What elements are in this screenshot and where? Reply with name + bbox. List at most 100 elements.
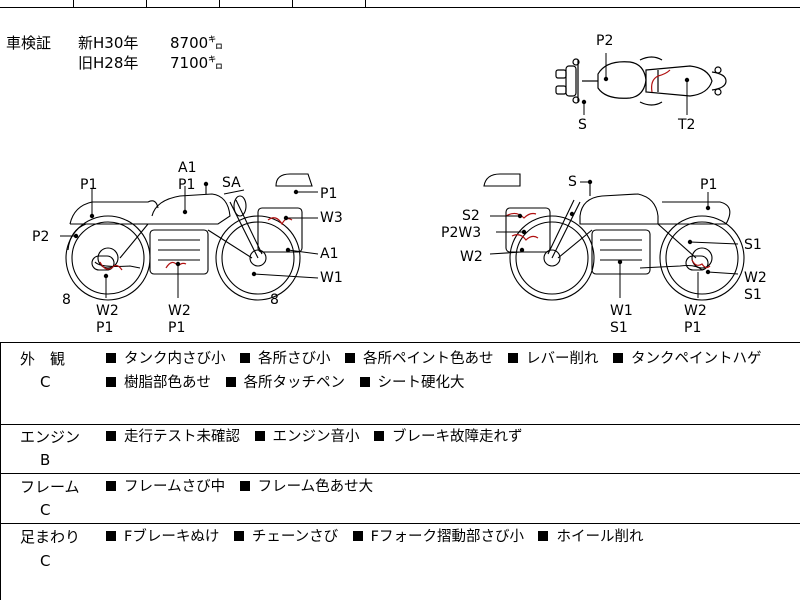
condition-item: フレームさび中	[106, 479, 225, 495]
right-p1-bottom: P1	[684, 320, 702, 336]
right-w2-right: W2	[744, 270, 767, 286]
bullet-square-icon	[106, 353, 116, 363]
left-p1-box: P1	[320, 186, 338, 202]
left-p1-bottom: P1	[96, 320, 114, 336]
left-w3: W3	[320, 210, 343, 226]
condition-item: ブレーキ故障走れず	[374, 429, 523, 445]
right-w2-left: W2	[460, 249, 483, 265]
bullet-square-icon	[106, 377, 116, 387]
left-w2-bottom: W2	[96, 303, 119, 319]
row-divider	[0, 473, 800, 474]
section-title: フレーム	[20, 478, 80, 496]
bullet-square-icon	[106, 481, 116, 491]
condition-text: Fブレーキぬけ	[124, 529, 220, 545]
condition-item: タンク内さび小	[106, 351, 226, 367]
left-side-diagram	[60, 173, 319, 301]
condition-item: チェーンさび	[233, 529, 338, 545]
cell-divider	[219, 0, 220, 7]
left-a1-box: A1	[320, 246, 339, 262]
left-num-8b: 8	[270, 292, 279, 308]
left-p2: P2	[32, 229, 50, 245]
bullet-square-icon	[225, 377, 236, 387]
section-items: タンク内さび小 各所さび小 各所ペイント色あせ レバー削れ タンクペイントハゲ …	[106, 347, 796, 395]
old-mileage: 7100㌔	[170, 54, 224, 72]
right-s1-bottom: S1	[610, 320, 628, 336]
left-p1-top: P1	[178, 177, 196, 193]
cell-divider	[73, 0, 74, 7]
bullet-square-icon	[613, 353, 623, 363]
condition-text: レバー削れ	[526, 351, 599, 367]
left-num-8a: 8	[62, 292, 71, 308]
section-grade: C	[40, 552, 51, 570]
bullet-square-icon	[240, 353, 250, 363]
condition-text: フレームさび中	[124, 479, 226, 495]
condition-item: レバー削れ	[508, 351, 599, 367]
section-items: Fブレーキぬけ チェーンさび Fフォーク摺動部さび小 ホイール削れ	[106, 525, 796, 549]
top-view-diagram	[555, 53, 727, 115]
right-s2: S2	[462, 208, 480, 224]
condition-item: Fブレーキぬけ	[106, 529, 219, 545]
right-s1-right2: S1	[744, 287, 762, 303]
section-items: 走行テスト未確認 エンジン音小 ブレーキ故障走れず	[106, 425, 796, 449]
bullet-square-icon	[233, 531, 244, 541]
old-era: 旧H28年	[78, 54, 139, 72]
bullet-square-icon	[352, 531, 363, 541]
bullet-square-icon	[538, 531, 549, 541]
top-t2: T2	[678, 117, 696, 133]
condition-item: フレーム色あせ大	[239, 479, 373, 495]
right-p2w3: P2W3	[441, 225, 482, 241]
condition-item: 各所タッチペン	[225, 375, 346, 391]
bullet-square-icon	[508, 353, 518, 363]
right-w2-bottom: W2	[684, 303, 707, 319]
cell-divider	[146, 0, 147, 7]
condition-text: ブレーキ故障走れず	[392, 429, 523, 445]
cell-divider	[292, 0, 293, 7]
cell-divider	[365, 0, 366, 7]
condition-item: 樹脂部色あせ	[106, 375, 211, 391]
right-s1: S1	[744, 237, 762, 253]
condition-text: 樹脂部色あせ	[124, 375, 211, 391]
left-p1-bottom2: P1	[168, 320, 186, 336]
condition-item: 各所さび小	[240, 351, 331, 367]
top-border	[0, 7, 800, 8]
condition-text: 各所ペイント色あせ	[363, 351, 494, 367]
table-left-border	[0, 342, 1, 600]
bullet-square-icon	[239, 481, 250, 491]
condition-item: シート硬化大	[359, 375, 465, 391]
row-divider	[0, 523, 800, 524]
left-a1-top: A1	[178, 160, 197, 176]
right-side-diagram	[483, 173, 745, 301]
bullet-square-icon	[106, 531, 116, 541]
table-border	[0, 342, 800, 343]
bullet-square-icon	[254, 431, 265, 441]
top-p2: P2	[596, 33, 614, 49]
left-w2-bottom2: W2	[168, 303, 191, 319]
section-items: フレームさび中 フレーム色あせ大	[106, 475, 796, 499]
section-title: エンジン	[20, 428, 81, 446]
row-divider	[0, 424, 800, 425]
condition-text: Fフォーク摺動部さび小	[370, 529, 524, 545]
right-w1-bottom: W1	[610, 303, 633, 319]
bullet-square-icon	[345, 353, 355, 363]
condition-item: 各所ペイント色あせ	[345, 351, 494, 367]
condition-item: エンジン音小	[254, 429, 360, 445]
left-p1: P1	[80, 177, 98, 193]
condition-item: Fフォーク摺動部さび小	[352, 529, 524, 545]
right-p1-top: P1	[700, 177, 718, 193]
section-grade: C	[40, 501, 51, 519]
condition-item: 走行テスト未確認	[106, 429, 240, 445]
inspection-label: 車検証	[6, 34, 52, 52]
top-s: S	[578, 117, 587, 133]
bullet-square-icon	[374, 431, 384, 441]
condition-text: ホイール削れ	[556, 529, 644, 545]
new-era: 新H30年	[78, 34, 139, 52]
condition-text: シート硬化大	[377, 375, 465, 391]
section-title: 足まわり	[20, 528, 81, 546]
new-mileage: 8700㌔	[170, 34, 224, 52]
condition-text: 各所さび小	[258, 351, 331, 367]
condition-item: タンクペイントハゲ	[613, 351, 762, 367]
right-s-top: S	[568, 174, 577, 190]
condition-text: 各所タッチペン	[243, 375, 346, 391]
section-grade: C	[40, 373, 51, 391]
